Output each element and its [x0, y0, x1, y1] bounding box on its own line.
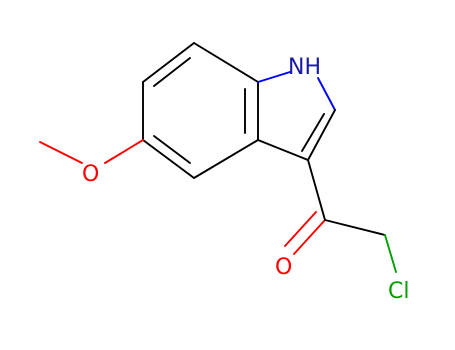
bond-c7-c6 — [142, 42, 195, 83]
bond-c2-c3-inner — [301, 113, 325, 152]
bond-carbonyl-ch2 — [324, 219, 386, 236]
bond-o-ch3 — [39, 141, 83, 164]
bond-c5-c4 — [142, 139, 195, 179]
bond-c5-c4-inner — [153, 135, 191, 164]
bond-n1-c2 — [317, 77, 336, 111]
bond-c7a-n1 — [257, 71, 291, 83]
bond-c7a-c7 — [193, 42, 259, 83]
bond-c7-c6-inner — [153, 57, 191, 87]
bond-ch2-cl — [384, 234, 397, 273]
bond-c3-c3a — [257, 139, 309, 161]
bond-c4-c3a — [193, 139, 259, 179]
carbonyl-oxygen-label: O — [275, 255, 292, 280]
methoxy-oxygen-label: O — [82, 162, 99, 187]
bond-carbonyl-o-double — [284, 211, 317, 247]
bond-carbonyl-o — [293, 219, 326, 255]
bond-c3-carbonyl — [307, 159, 326, 221]
chlorine-label: Cl — [388, 279, 409, 304]
nh-label: NH — [288, 55, 321, 80]
bond-c5-o — [104, 139, 144, 164]
bond-c2-c3 — [307, 109, 336, 161]
